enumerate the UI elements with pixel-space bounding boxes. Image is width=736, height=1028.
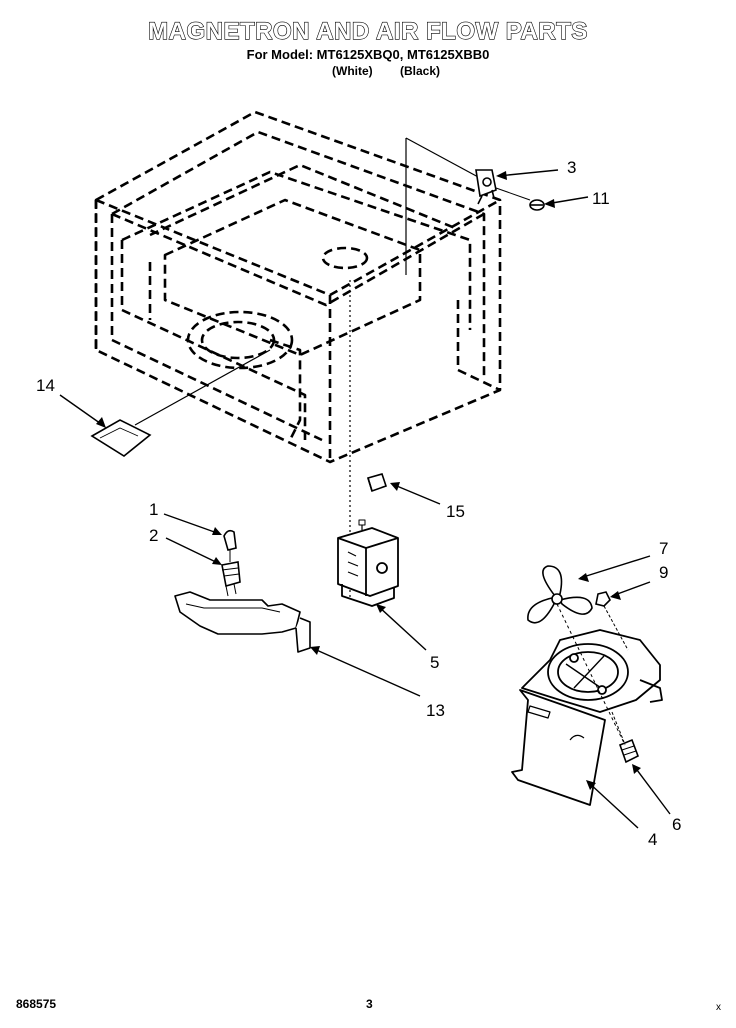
part-air-guide — [174, 591, 311, 653]
part-fan-blade — [527, 565, 593, 624]
part-magnetron — [337, 519, 399, 607]
callout-11: 11 — [592, 189, 610, 208]
part-screw — [495, 187, 545, 211]
callout-4: 5 — [430, 653, 439, 672]
callout-15: 15 — [446, 502, 465, 521]
callout-arrows — [59, 169, 671, 829]
callout-arrowheads — [96, 171, 641, 790]
model-line: For Model: MT6125XBQ0, MT6125XBB0 — [246, 47, 490, 62]
page-number: 3 — [366, 997, 373, 1011]
callout-14: 14 — [36, 376, 55, 395]
part-fan-housing — [511, 629, 663, 806]
callout-3: 4 — [648, 830, 657, 849]
fan-axis-line — [556, 603, 626, 746]
cabinet-outline — [94, 110, 502, 464]
document-number: 868575 — [16, 997, 57, 1011]
part-nut — [595, 591, 629, 651]
callout-5: 3 — [567, 158, 576, 177]
callout-6: 6 — [672, 815, 681, 834]
variant-black: (Black) — [400, 64, 441, 78]
callout-1: 1 — [149, 500, 158, 519]
part-connector — [611, 711, 640, 764]
part-lamp — [221, 529, 241, 597]
callout-9: 9 — [659, 563, 668, 582]
variant-white: (White) — [332, 64, 373, 78]
corner-mark: x — [716, 1002, 721, 1013]
part-bracket — [475, 169, 497, 205]
callout-2: 2 — [149, 526, 158, 545]
page-title: MAGNETRON AND AIR FLOW PARTS — [148, 17, 588, 45]
part-cutout — [366, 473, 388, 493]
callout-13: 13 — [426, 701, 445, 720]
callout-7: 7 — [659, 539, 668, 558]
part-pad — [90, 419, 152, 457]
